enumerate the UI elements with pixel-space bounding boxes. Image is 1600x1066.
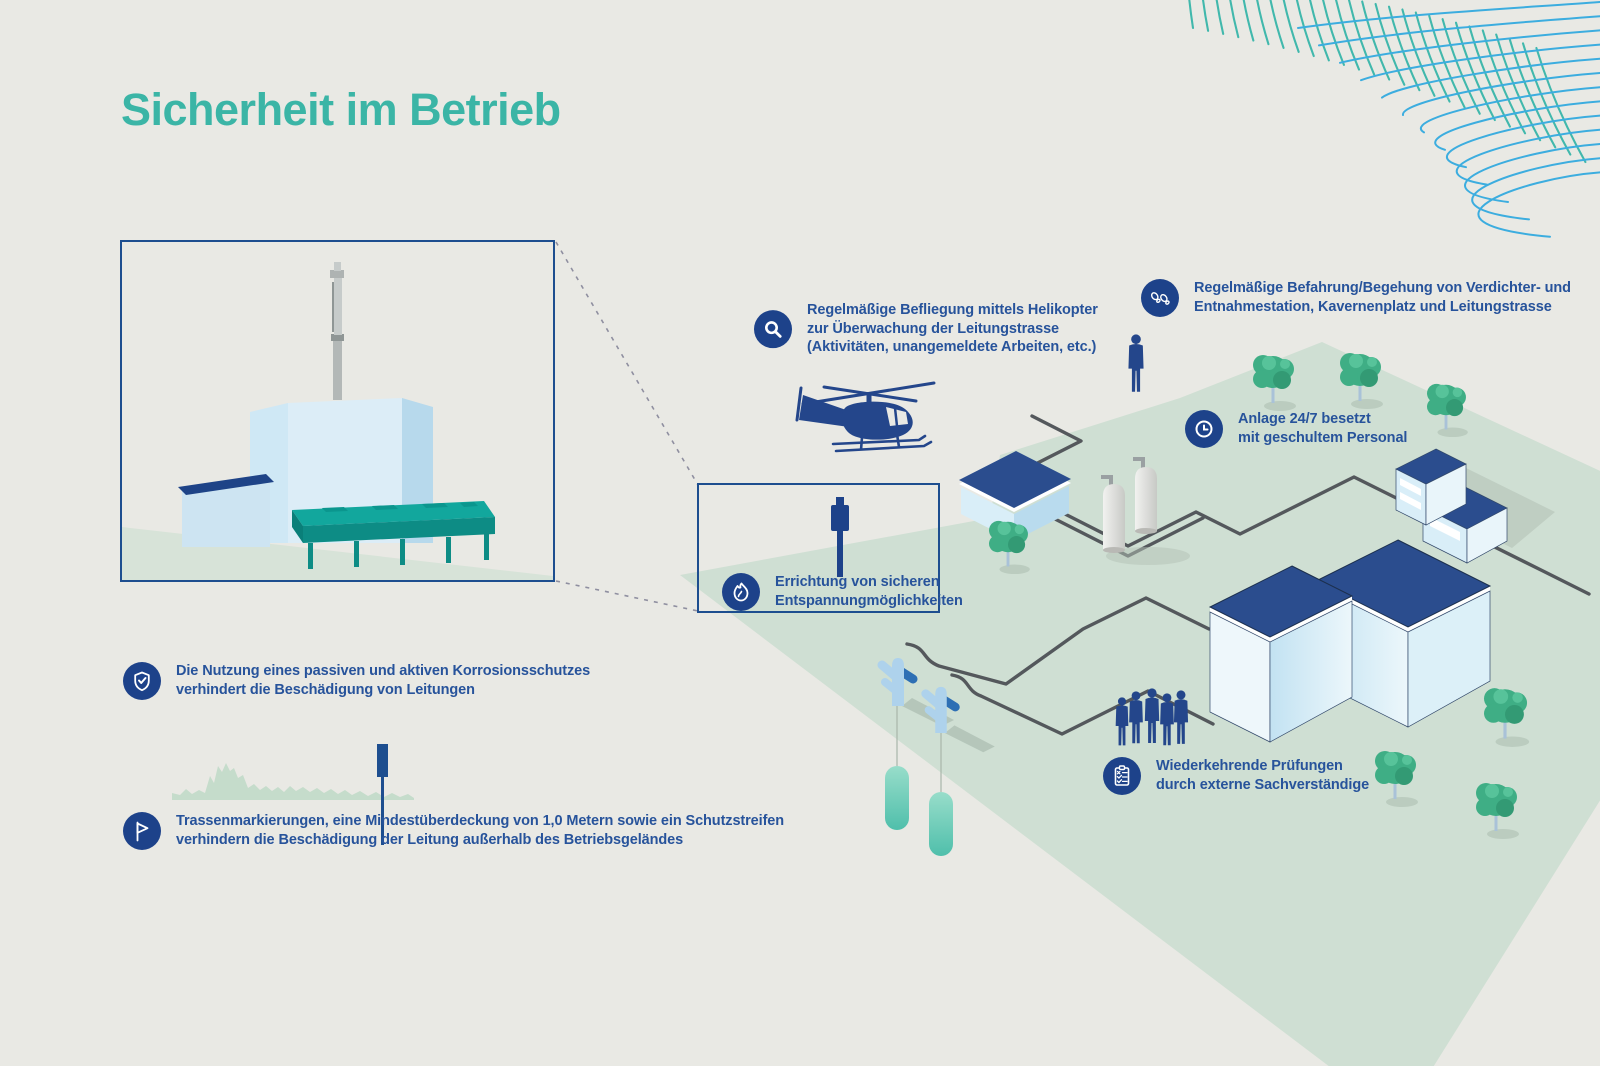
callout-audits: Wiederkehrende Prüfungen durch externe S…: [1103, 757, 1369, 795]
cavern: [885, 766, 909, 830]
frame-connectors: [555, 241, 699, 612]
text-line: durch externe Sachverständige: [1156, 777, 1370, 793]
text-line: mit geschultem Personal: [1238, 430, 1408, 446]
callout-staffed: Anlage 24/7 besetzt mit geschultem Perso…: [1185, 410, 1407, 448]
text-line: Errichtung von sicheren: [775, 574, 940, 591]
hedge-illustration: [172, 744, 414, 845]
office-buildings: [1395, 448, 1555, 564]
text-line: Anlage 24/7 besetzt: [1238, 411, 1371, 428]
text-line: Die Nutzung eines passiven und aktiven K…: [176, 663, 591, 680]
callout-staffed-text: Anlage 24/7 besetzt mit geschultem Perso…: [1238, 410, 1407, 447]
text-line: verhindert die Beschädigung von Leitunge…: [176, 682, 475, 698]
callout-patrol: Regelmäßige Befahrung/Begehung von Verdi…: [1141, 279, 1571, 317]
helicopter-illustration: [795, 381, 936, 453]
text-line: zur Überwachung der Leitungstrasse: [807, 320, 1060, 337]
text-line: Trassenmarkierungen, eine Mindestüberdec…: [176, 813, 785, 830]
plant-detail-frame: [120, 240, 555, 582]
shield-check-icon: [123, 662, 161, 700]
callout-audits-text: Wiederkehrende Prüfungen durch externe S…: [1156, 757, 1369, 794]
compressor-station: [959, 451, 1071, 541]
inspector-person: [1128, 334, 1144, 392]
callout-flight-text: Regelmäßige Befliegung mittels Helikopte…: [807, 301, 1098, 357]
callout-marking-text: Trassenmarkierungen, eine Mindestüberdec…: [176, 812, 784, 849]
text-line: Regelmäßige Befliegung mittels Helikopte…: [807, 302, 1098, 319]
storage-tanks: [1101, 457, 1190, 565]
flag-icon: [123, 812, 161, 850]
callout-corrosion-text: Die Nutzung eines passiven und aktiven K…: [176, 662, 590, 699]
page-title: Sicherheit im Betrieb: [121, 84, 561, 135]
text-line: verhindern die Beschädigung der Leitung …: [176, 832, 684, 848]
marker-post: [377, 744, 388, 845]
magnifier-icon: [754, 309, 792, 348]
vent-stack: [831, 497, 849, 577]
callout-venting: Errichtung von sicheren Entspannungmögli…: [722, 573, 963, 611]
text-line: Regelmäßige Befahrung/Begehung von Verdi…: [1194, 280, 1571, 297]
callout-patrol-text: Regelmäßige Befahrung/Begehung von Verdi…: [1194, 279, 1571, 316]
text-line: Entspannungmöglichkeiten: [775, 593, 963, 609]
callout-corrosion: Die Nutzung eines passiven und aktiven K…: [123, 662, 590, 700]
chimney: [330, 262, 344, 400]
flame-icon: [722, 573, 760, 611]
text-line: (Aktivitäten, unangemeldete Arbeiten, et…: [807, 339, 1097, 356]
clipboard-check-icon: [1103, 757, 1141, 795]
cavern: [929, 792, 953, 856]
decorative-line-pattern: [1188, 0, 1600, 238]
callout-venting-text: Errichtung von sicheren Entspannungmögli…: [775, 573, 963, 610]
vent-stack-frame: [697, 483, 940, 613]
footprints-icon: [1141, 279, 1179, 317]
callout-flight: Regelmäßige Befliegung mittels Helikopte…: [754, 301, 1098, 357]
plant-with-chimney: [122, 262, 553, 580]
underground-caverns: [885, 706, 953, 856]
pipe-rack-table: [292, 501, 495, 569]
text-line: Wiederkehrende Prüfungen: [1156, 758, 1343, 775]
callout-marking: Trassenmarkierungen, eine Mindestüberdec…: [123, 812, 784, 850]
clock-icon: [1185, 410, 1223, 448]
text-line: Entnahmestation, Kavernenplatz und Leitu…: [1194, 299, 1552, 315]
main-building: [1208, 539, 1492, 743]
